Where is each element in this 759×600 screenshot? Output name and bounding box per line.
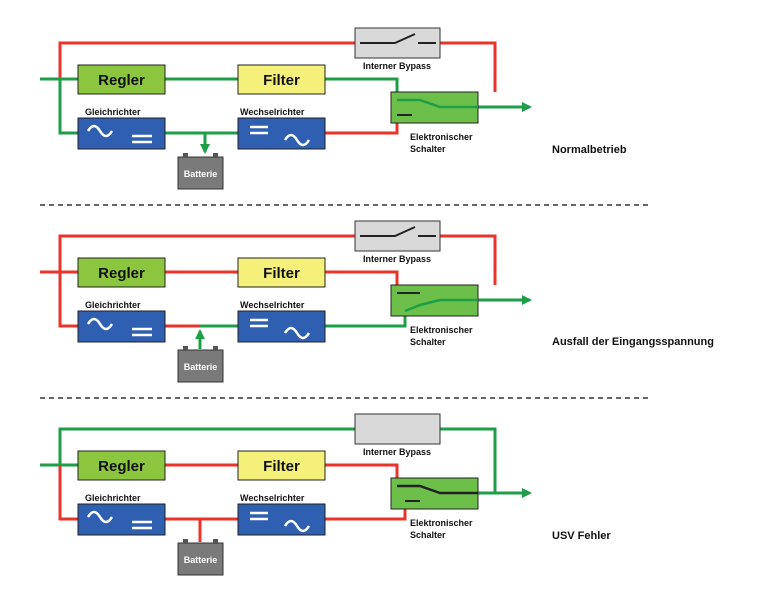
switch-label-line1: Elektronischer	[410, 518, 473, 528]
filter-label: Filter	[263, 265, 300, 282]
wires	[40, 427, 532, 542]
panel-caption: Normalbetrieb	[552, 144, 627, 156]
filter-block	[237, 450, 326, 481]
sine-wave-icon	[283, 326, 311, 340]
gleichrichter-block	[77, 503, 166, 536]
switch-label-line1: Elektronischer	[410, 132, 473, 142]
switch-contact-icon	[360, 226, 416, 237]
wires	[40, 41, 532, 154]
regler-block	[77, 64, 166, 95]
gleichrichter-label: Gleichrichter	[85, 107, 141, 117]
filter-block	[237, 64, 326, 95]
bypass-block	[354, 413, 441, 445]
gleichrichter-block	[77, 310, 166, 343]
wechselrichter-label: Wechselrichter	[240, 107, 305, 117]
wechselrichter-label: Wechselrichter	[240, 300, 305, 310]
wechselrichter-label: Wechselrichter	[240, 493, 305, 503]
switch-label-line2: Schalter	[410, 144, 446, 154]
switch-label-line1: Elektronischer	[410, 325, 473, 335]
regler-block	[77, 257, 166, 288]
panel-caption: USV Fehler	[552, 530, 611, 542]
sine-wave-icon	[86, 317, 114, 331]
gleichrichter-block	[77, 117, 166, 150]
sine-wave-icon	[283, 519, 311, 533]
battery-icon	[177, 349, 224, 383]
battery-icon	[177, 156, 224, 190]
sine-wave-icon	[283, 133, 311, 147]
filter-label: Filter	[263, 72, 300, 89]
regler-label: Regler	[98, 72, 145, 89]
regler-block	[77, 450, 166, 481]
bypass-label: Interner Bypass	[363, 254, 431, 264]
regler-label: Regler	[98, 458, 145, 475]
sine-wave-icon	[86, 510, 114, 524]
bypass-label: Interner Bypass	[363, 447, 431, 457]
switch-contact-icon	[397, 484, 478, 495]
filter-label: Filter	[263, 458, 300, 475]
gleichrichter-label: Gleichrichter	[85, 300, 141, 310]
panel-ausfall	[40, 234, 532, 349]
battery-label: Batterie	[184, 169, 218, 179]
wires	[40, 234, 532, 349]
filter-block	[237, 257, 326, 288]
bypass-label: Interner Bypass	[363, 61, 431, 71]
panel-normalbetrieb	[40, 41, 532, 154]
switch-contact-icon	[360, 33, 416, 44]
panel-usv-fehler	[40, 427, 532, 542]
gleichrichter-label: Gleichrichter	[85, 493, 141, 503]
switch-label-line2: Schalter	[410, 337, 446, 347]
panel-caption: Ausfall der Eingangsspannung	[552, 336, 714, 348]
switch-contact-icon	[397, 98, 478, 109]
battery-label: Batterie	[184, 362, 218, 372]
battery-icon	[177, 542, 224, 576]
wechselrichter-block	[237, 310, 326, 343]
regler-label: Regler	[98, 265, 145, 282]
sine-wave-icon	[86, 124, 114, 138]
battery-label: Batterie	[184, 555, 218, 565]
switch-label-line2: Schalter	[410, 530, 446, 540]
